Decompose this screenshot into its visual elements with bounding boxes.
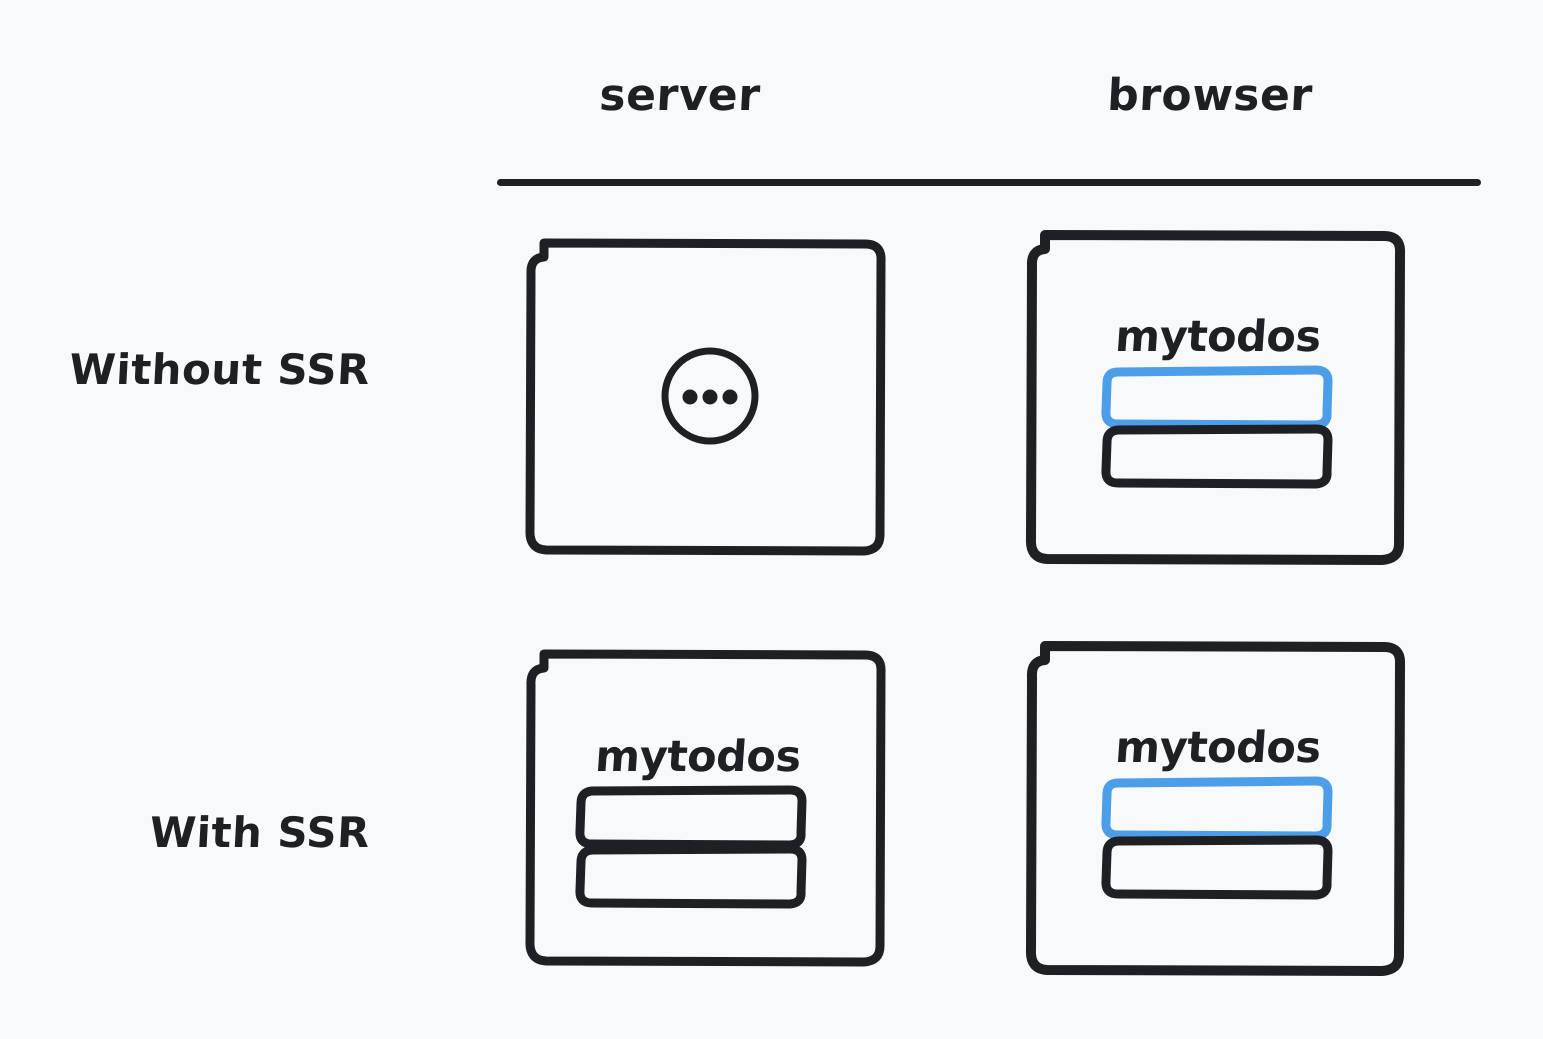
- window-frame: [525, 649, 886, 967]
- todo-item-bar: [1101, 424, 1333, 489]
- card-browser-without-ssr: mytodos: [1025, 225, 1410, 575]
- header-divider-rule: [497, 179, 1481, 186]
- column-header-server: server: [598, 70, 762, 121]
- todo-item-bar-highlighted: [1101, 365, 1333, 430]
- row-label-without-ssr: Without SSR: [68, 345, 372, 394]
- todo-item-bar: [575, 785, 807, 850]
- todo-item-bar: [575, 844, 807, 909]
- column-header-browser: browser: [1106, 70, 1314, 121]
- window-frame: [1025, 230, 1406, 565]
- row-label-with-ssr: With SSR: [148, 808, 372, 857]
- window-frame: [1025, 641, 1406, 976]
- card-server-without-ssr: [524, 231, 894, 571]
- card-browser-with-ssr: mytodos: [1025, 636, 1410, 986]
- card-server-with-ssr: mytodos: [524, 642, 894, 982]
- todo-item-bar-highlighted: [1101, 776, 1333, 841]
- todo-item-bar: [1101, 835, 1333, 900]
- window-frame: [525, 238, 886, 556]
- ellipsis-circle-icon: [661, 347, 759, 445]
